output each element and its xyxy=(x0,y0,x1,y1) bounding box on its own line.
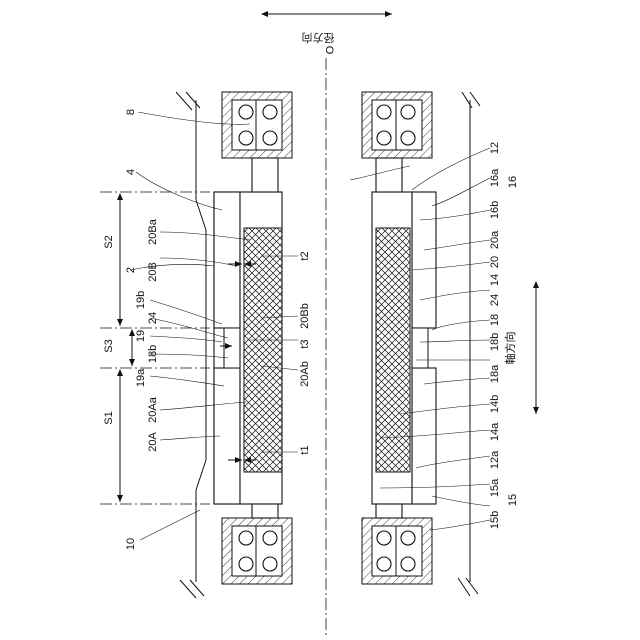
label-2: 2 xyxy=(125,267,137,273)
label-18b-left: 18b xyxy=(147,345,159,363)
center-axis: O xyxy=(323,46,335,635)
label-18a: 18a xyxy=(489,364,501,383)
label-20Aa: 20Aa xyxy=(147,396,159,423)
label-18b-right: 18b xyxy=(489,333,501,351)
axial-direction-label: 軸方向 xyxy=(503,332,517,365)
label-10: 10 xyxy=(125,538,137,550)
label-8: 8 xyxy=(125,109,137,115)
radial-direction-indicator: 径方向 xyxy=(262,14,392,45)
label-20A: 20A xyxy=(147,432,159,452)
label-14: 14 xyxy=(489,274,501,286)
label-4: 4 xyxy=(125,169,137,175)
label-12a: 12a xyxy=(489,450,501,469)
label-24-right: 24 xyxy=(489,294,501,306)
label-t3: t3 xyxy=(299,339,311,348)
label-19: 19 xyxy=(135,330,147,342)
label-t1: t1 xyxy=(299,445,311,454)
axial-direction-indicator: 軸方向 xyxy=(503,282,536,414)
shaft-right xyxy=(458,92,480,596)
label-20Ab: 20Ab xyxy=(299,361,311,387)
right-rotor xyxy=(372,158,436,518)
label-s2: S2 xyxy=(103,235,115,248)
label-16b: 16b xyxy=(489,201,501,219)
label-20Bb: 20Bb xyxy=(299,303,311,329)
label-s1: S1 xyxy=(103,411,115,424)
label-19b: 19b xyxy=(135,291,147,309)
label-20B: 20B xyxy=(147,262,159,282)
label-18: 18 xyxy=(489,314,501,326)
axis-o-label: O xyxy=(323,46,335,55)
shaft-left xyxy=(176,92,206,598)
bearing-top-right xyxy=(362,92,432,158)
label-15b: 15b xyxy=(489,511,501,529)
label-16a: 16a xyxy=(489,168,501,187)
center-labels: t2 20Bb t3 20Ab t1 xyxy=(299,251,311,454)
label-19a: 19a xyxy=(135,368,147,387)
radial-direction-label: 径方向 xyxy=(302,31,335,45)
label-20Ba: 20Ba xyxy=(147,218,159,245)
left-labels: 8 4 2 10 20Ba 20B 19b 24 19 18b 19a 20Aa… xyxy=(125,109,159,550)
label-24-left: 24 xyxy=(147,312,159,324)
label-14a: 14a xyxy=(489,422,501,441)
label-t2: t2 xyxy=(299,251,311,260)
label-14b: 14b xyxy=(489,395,501,413)
bearing-top-left xyxy=(222,92,292,158)
label-16: 16 xyxy=(507,176,519,188)
left-rotor xyxy=(214,158,282,518)
label-s3: S3 xyxy=(103,339,115,352)
bearing-bottom-right xyxy=(362,518,432,584)
label-20: 20 xyxy=(489,256,501,268)
bearing-bottom-left xyxy=(222,518,292,584)
label-15: 15 xyxy=(507,494,519,506)
section-dimensions: S2 S1 S3 xyxy=(103,194,132,502)
label-20a: 20a xyxy=(489,230,501,249)
label-12: 12 xyxy=(489,142,501,154)
label-15a: 15a xyxy=(489,478,501,497)
